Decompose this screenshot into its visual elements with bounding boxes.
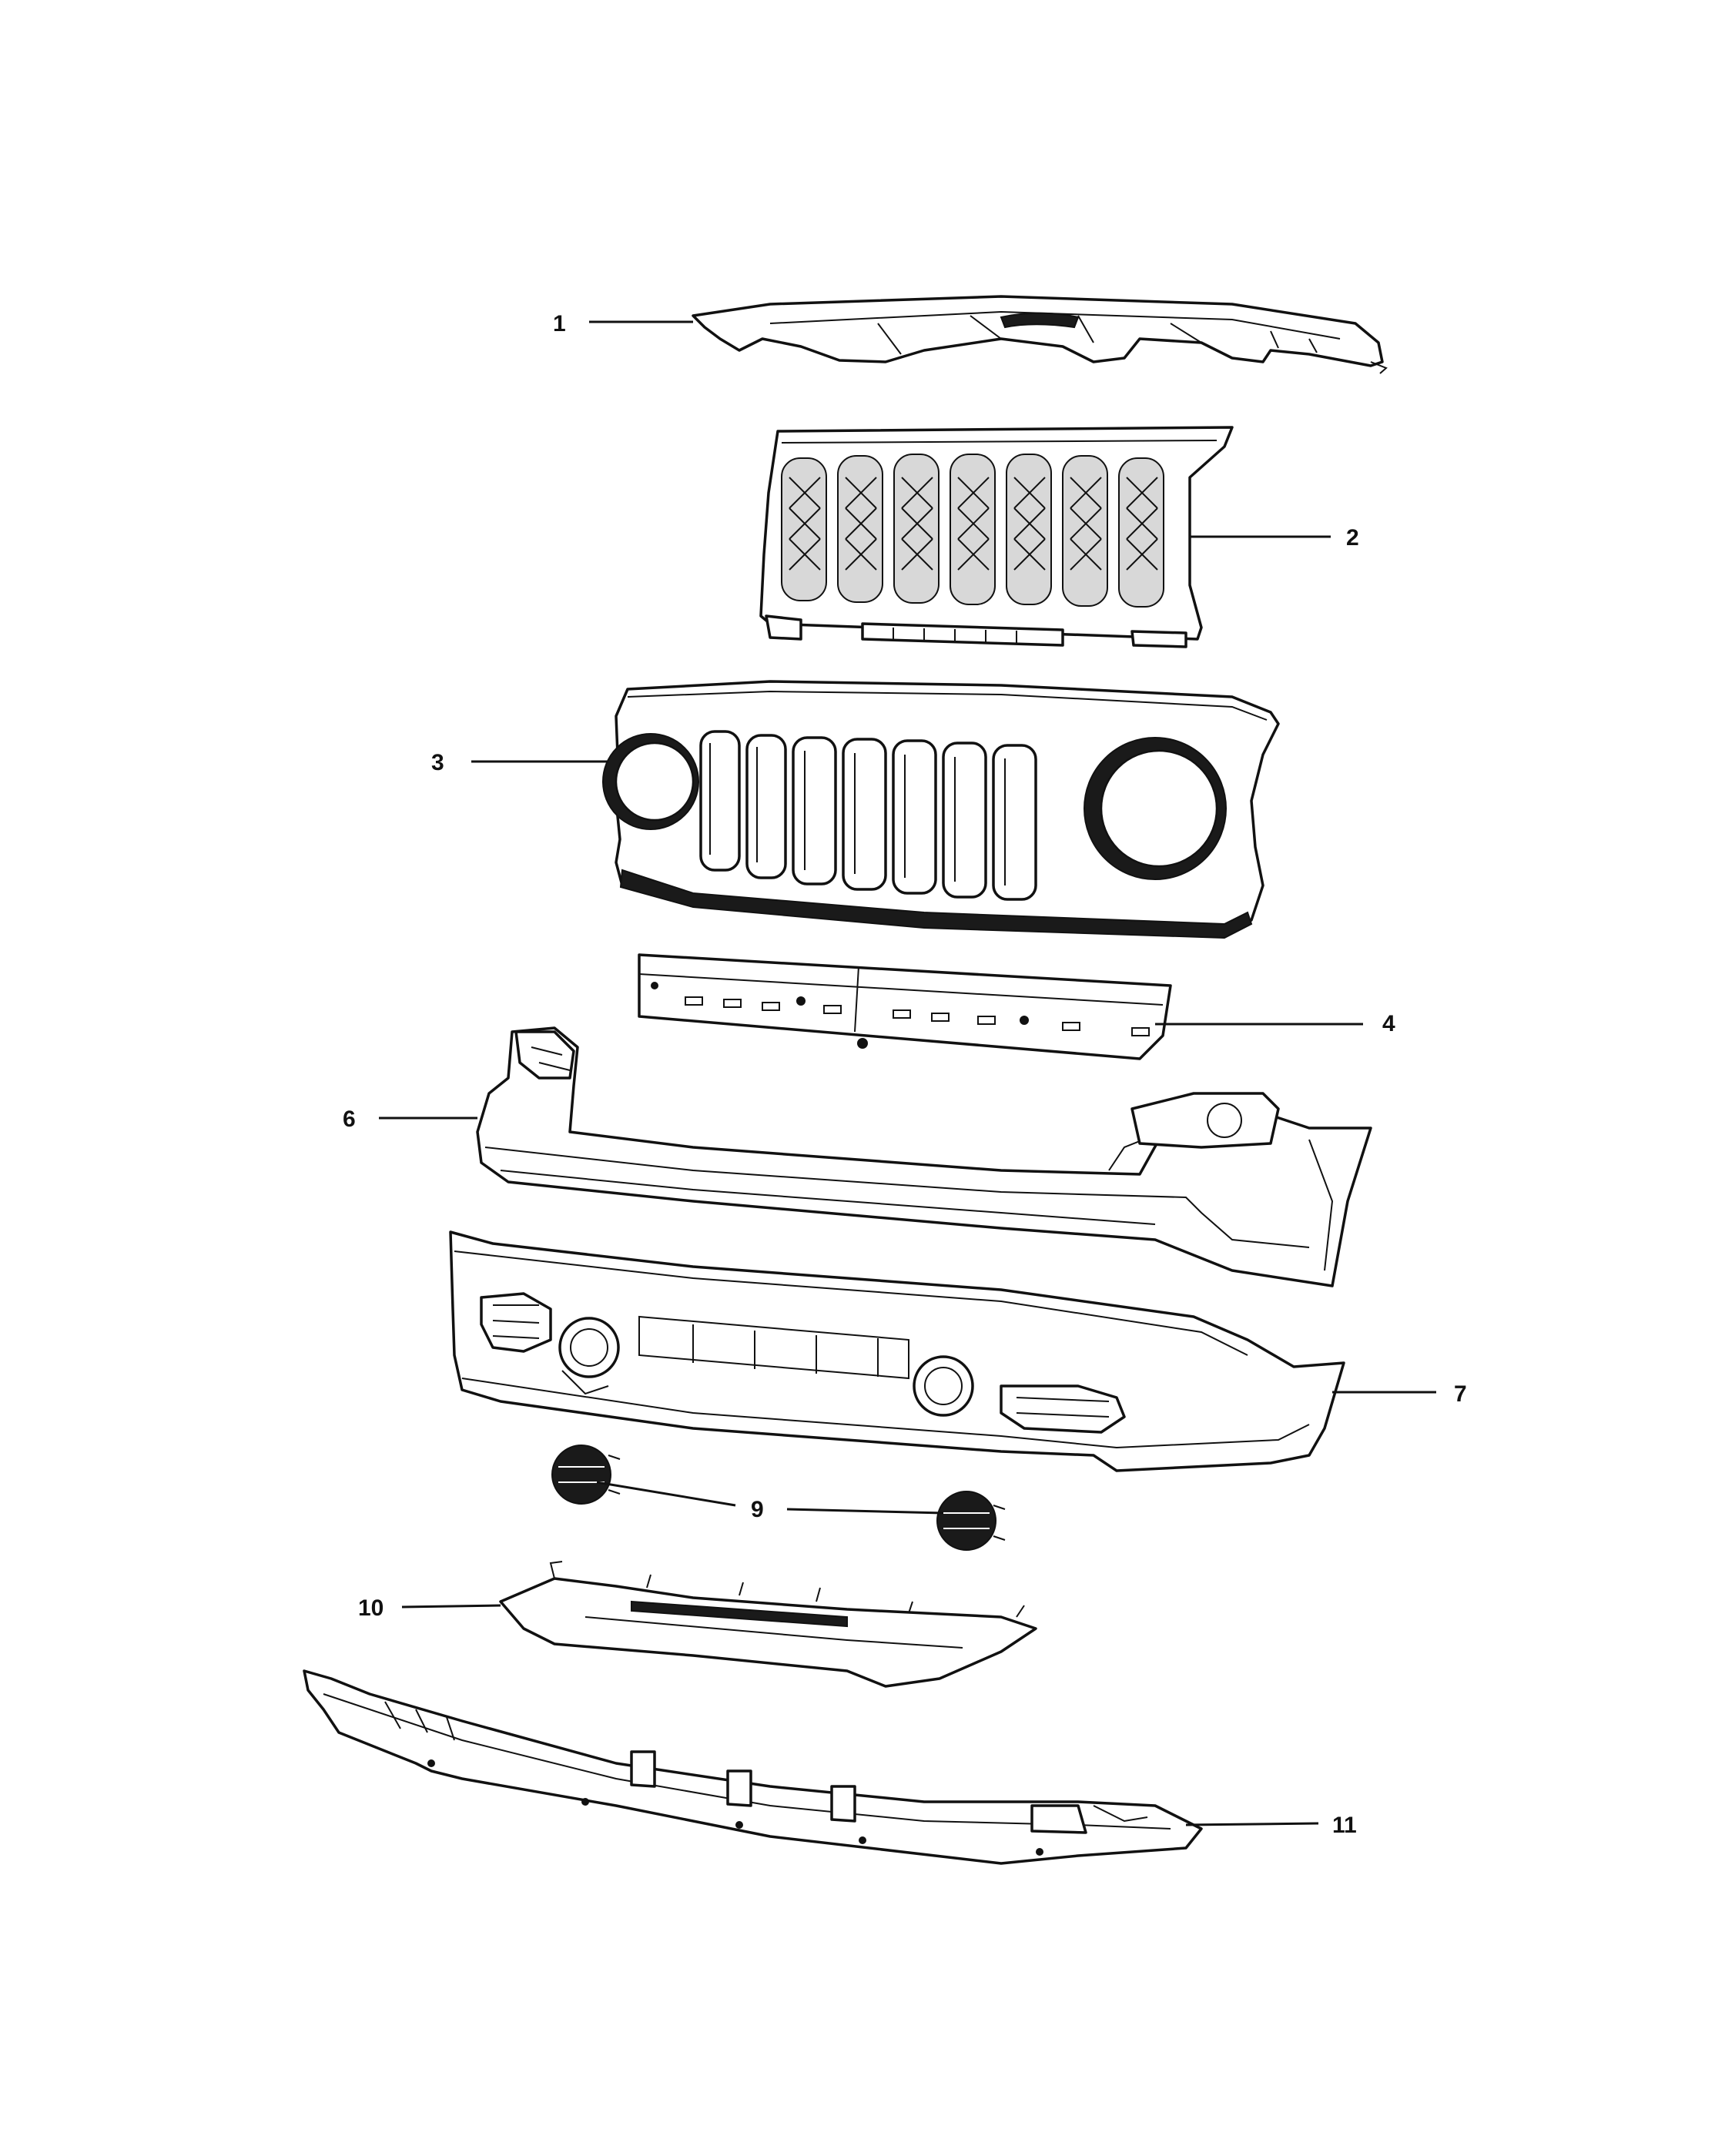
part-1-upper-cover [692,295,1388,374]
callout-9: 9 [596,1481,944,1522]
part-2-grille-insert [759,426,1234,648]
callout-2: 2 [1190,525,1359,551]
part-3-grille-surround [602,680,1280,939]
part-10-air-dam [499,1561,1037,1688]
callout-6: 6 [343,1106,477,1132]
part-7-lower-fascia [449,1230,1345,1472]
callout-label-2: 2 [1346,525,1359,551]
part-6-upper-fascia [476,1026,1372,1287]
callout-label-9: 9 [751,1497,764,1522]
callout-3: 3 [431,750,608,775]
callout-4: 4 [1155,1011,1395,1036]
callout-label-1: 1 [553,311,566,336]
callout-label-11: 11 [1332,1813,1357,1838]
callout-label-3: 3 [431,750,444,775]
grille-openings [699,730,1037,901]
part-9-fog-lamp-bezels [551,1445,1006,1551]
callout-7: 7 [1332,1381,1467,1407]
part-4-reinforcement-bar [638,953,1172,1060]
grille-slots [781,454,1164,608]
part-11-lower-support [303,1669,1203,1865]
callout-label-4: 4 [1382,1011,1395,1036]
callout-10: 10 [358,1595,501,1621]
callout-1: 1 [553,311,693,336]
callout-label-6: 6 [343,1106,356,1132]
callout-label-10: 10 [358,1595,384,1621]
callout-11: 11 [1185,1813,1357,1838]
callout-label-7: 7 [1454,1381,1467,1407]
